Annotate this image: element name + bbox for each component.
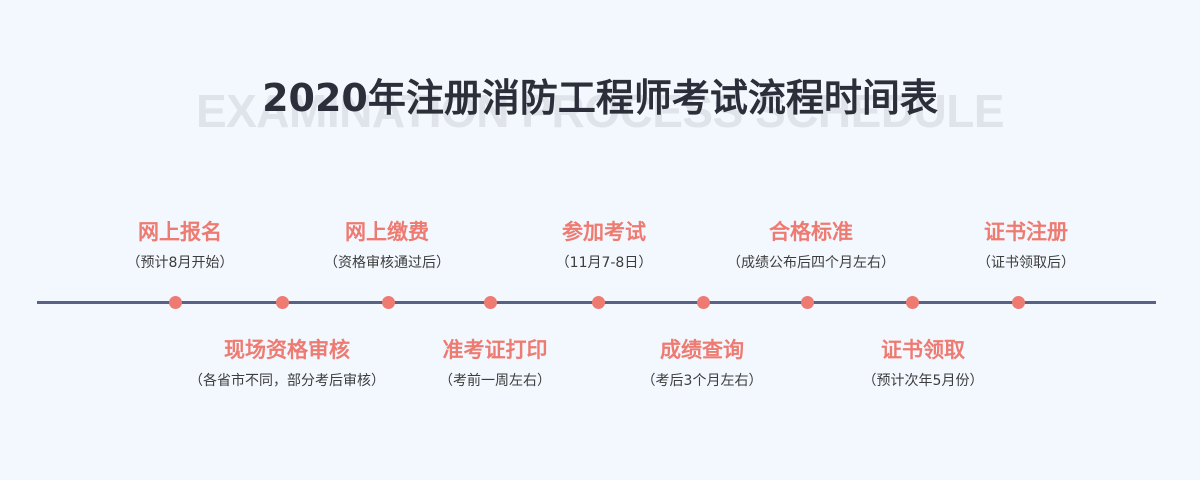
event-label: 参加考试	[562, 220, 646, 244]
event-label: 现场资格审核	[224, 338, 350, 362]
event-pass-standard: 合格标准 （成绩公布后四个月左右）	[691, 220, 931, 272]
watermark-text: EXAMINATION PROCESS SCHEDULE	[195, 85, 1005, 137]
event-note: （考前一周左右）	[439, 373, 551, 390]
event-note: （各省市不同，部分考后审核）	[189, 373, 385, 390]
timeline-dot	[906, 296, 919, 309]
event-note: （资格审核通过后）	[324, 255, 450, 272]
event-label: 网上缴费	[345, 220, 429, 244]
event-label: 证书注册	[984, 220, 1068, 244]
event-label: 合格标准	[769, 220, 853, 244]
event-certificate-collection: 证书领取 （预计次年5月份）	[803, 338, 1043, 390]
event-note: （考后3个月左右）	[641, 373, 763, 390]
event-certificate-registration: 证书注册 （证书领取后）	[906, 220, 1146, 272]
event-score-query: 成绩查询 （考后3个月左右）	[582, 338, 822, 390]
timeline-dot	[169, 296, 182, 309]
event-online-registration: 网上报名 （预计8月开始）	[60, 220, 300, 272]
event-note: （证书领取后）	[977, 255, 1075, 272]
timeline-dot	[484, 296, 497, 309]
page-title: 2020年注册消防工程师考试流程时间表	[262, 76, 938, 120]
timeline-dot	[801, 296, 814, 309]
event-label: 网上报名	[138, 220, 222, 244]
event-take-exam: 参加考试 （11月7-8日）	[484, 220, 724, 272]
event-note: （11月7-8日）	[555, 255, 653, 272]
timeline-dot	[382, 296, 395, 309]
event-online-payment: 网上缴费 （资格审核通过后）	[267, 220, 507, 272]
event-admission-ticket-print: 准考证打印 （考前一周左右）	[375, 338, 615, 390]
event-note: （成绩公布后四个月左右）	[727, 255, 895, 272]
timeline-dot	[1012, 296, 1025, 309]
timeline-dot	[697, 296, 710, 309]
event-onsite-qualification-review: 现场资格审核 （各省市不同，部分考后审核）	[167, 338, 407, 390]
timeline-dot	[276, 296, 289, 309]
timeline-dot	[592, 296, 605, 309]
event-note: （预计8月开始）	[126, 255, 234, 272]
event-label: 成绩查询	[660, 338, 744, 362]
event-label: 证书领取	[881, 338, 965, 362]
event-note: （预计次年5月份）	[862, 373, 984, 390]
event-label: 准考证打印	[442, 338, 548, 362]
